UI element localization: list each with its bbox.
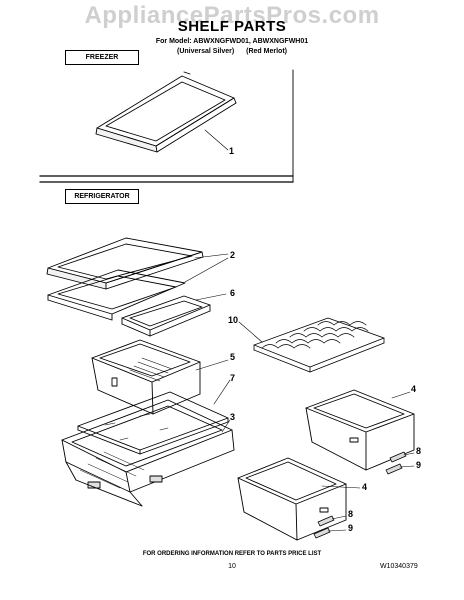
callout-3: 3 xyxy=(230,412,236,422)
spill-shelf xyxy=(121,295,211,337)
leader-line-3 xyxy=(221,419,231,433)
leader-line-4b xyxy=(321,485,361,489)
drawer-clip-upper xyxy=(385,451,407,475)
document-number: W10340379 xyxy=(380,563,418,570)
callout-6: 6 xyxy=(230,288,236,298)
leader-line-8a xyxy=(403,452,415,456)
glass-shelf-frame xyxy=(47,269,186,321)
watermark: AppliancePartsPros.com xyxy=(84,2,380,29)
drawer-clip-lower xyxy=(313,515,335,539)
leader-line-4a xyxy=(391,391,411,399)
callout-7: 7 xyxy=(230,373,236,383)
pantry-drawer-upper xyxy=(305,389,415,471)
freezer-section-label: FREEZER xyxy=(65,50,139,65)
callout-4-upper: 4 xyxy=(411,384,417,394)
freezer-shelf xyxy=(95,71,237,153)
leader-line-6 xyxy=(195,293,227,301)
leader-line-9a xyxy=(399,465,415,468)
refrigerator-section-label: REFRIGERATOR xyxy=(65,189,139,204)
callout-9-lower: 9 xyxy=(348,523,354,533)
leader-line-5 xyxy=(195,359,229,371)
callout-2: 2 xyxy=(230,250,236,260)
variant-universal-silver: (Universal Silver) xyxy=(177,48,235,55)
crisper-cover-frame xyxy=(61,399,235,507)
ordering-info: FOR ORDERING INFORMATION REFER TO PARTS … xyxy=(142,551,322,557)
page-title: SHELF PARTS xyxy=(177,18,287,35)
leader-line-8b xyxy=(331,515,347,520)
leader-line-2a xyxy=(194,253,229,259)
glass-shelf-upper xyxy=(46,237,204,290)
callout-8-lower: 8 xyxy=(348,509,354,519)
crisper-drawer xyxy=(91,339,201,415)
variant-red-merlot: (Red Merlot) xyxy=(246,48,287,55)
page-number: 10 xyxy=(228,563,236,570)
leader-line-7 xyxy=(213,379,231,405)
pantry-drawer-lower xyxy=(237,457,347,541)
callout-5: 5 xyxy=(230,352,236,362)
callout-8-upper: 8 xyxy=(416,446,422,456)
leader-line-2b xyxy=(184,257,229,283)
callout-1: 1 xyxy=(229,146,235,156)
leader-line-9b xyxy=(327,529,347,532)
model-line: For Model: ABWXNGFWD01, ABWXNGFWH01 xyxy=(155,38,309,45)
callout-9-upper: 9 xyxy=(416,460,422,470)
section-divider xyxy=(39,69,294,183)
callout-10: 10 xyxy=(228,315,239,325)
leader-line-1 xyxy=(204,129,229,151)
wine-rack xyxy=(253,317,385,373)
leader-line-10 xyxy=(238,321,263,343)
callout-4-lower: 4 xyxy=(362,482,368,492)
model-variants: (Universal Silver) (Red Merlot) xyxy=(0,48,464,55)
